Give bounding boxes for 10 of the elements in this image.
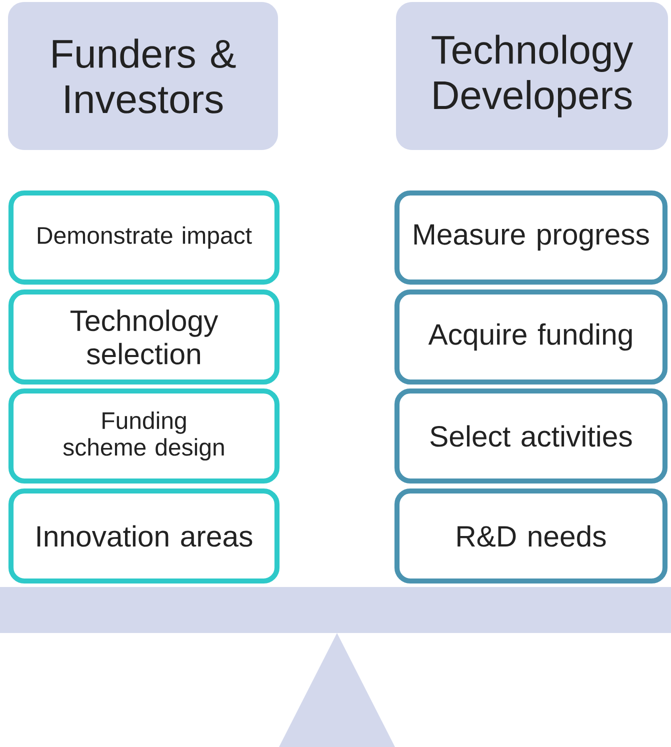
- group-heading-box: Funders & Investors: [8, 2, 278, 150]
- weight-box: Technology selection: [8, 289, 280, 385]
- weight-box: Demonstrate impact: [8, 190, 280, 285]
- weight-box: Select activities: [394, 388, 668, 484]
- weight-box: Innovation areas: [8, 488, 280, 584]
- weight-box: R&D needs: [394, 488, 668, 584]
- weight-box: Acquire funding: [394, 289, 668, 385]
- weight-box: Measure progress: [394, 190, 668, 285]
- group-heading-box: Technology Developers: [396, 2, 668, 150]
- weight-box: Funding scheme design: [8, 388, 280, 484]
